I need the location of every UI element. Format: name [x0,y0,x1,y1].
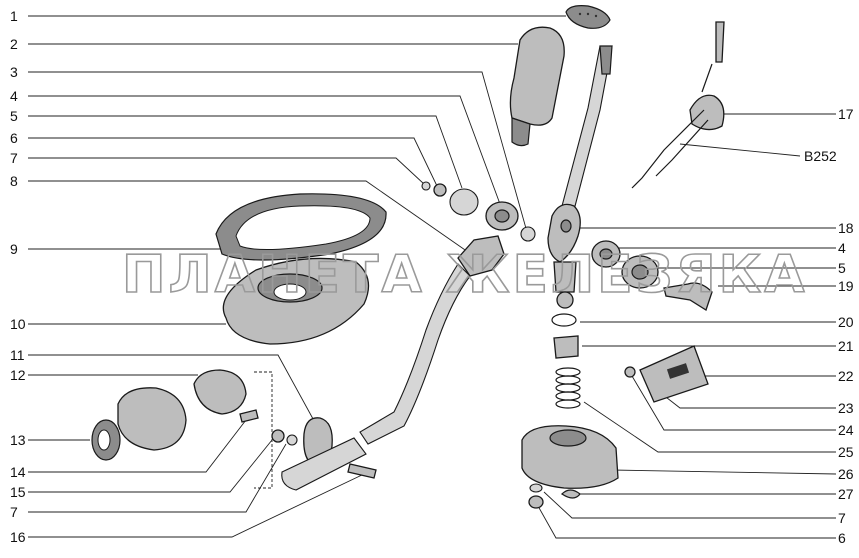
callout-12: 12 [10,367,26,383]
callouts-right: 17 B252 18 4 5 19 20 21 22 23 24 25 26 2… [804,106,854,546]
callouts-left: 1 2 3 4 5 6 7 8 9 10 11 12 13 14 15 7 16 [10,8,26,545]
leader-24 [631,375,836,431]
leader-7r [543,491,836,519]
ring-20-part [551,313,577,327]
callout-27: 27 [838,486,854,502]
washer-7r-part [529,483,543,493]
callout-4r: 4 [838,240,846,256]
callout-6: 6 [10,130,18,146]
washer-right-part [621,255,659,289]
bracket-12 [254,371,273,489]
cap-27-part [560,489,581,499]
plate-22-part [639,345,709,403]
leader-6 [28,137,438,187]
callout-24: 24 [838,422,854,438]
callout-14: 14 [10,464,26,480]
callout-15: 15 [10,484,26,500]
leader-5 [28,115,463,189]
callout-5r: 5 [838,260,846,276]
bushing-assembly-part [91,387,187,461]
tube-part [281,437,367,491]
callout-B252: B252 [804,148,837,164]
callout-3: 3 [10,64,18,80]
leader-14 [28,419,247,473]
leader-16 [28,473,365,538]
callout-4: 4 [10,88,18,104]
gear-lever-part [547,45,613,309]
watermark-text: ПЛАНЕТА ЖЕЛЕЗЯКА [122,245,807,305]
selector-cable-part [631,21,725,189]
parts [91,5,725,509]
callout-11: 11 [10,347,25,363]
lock-washer-part [421,181,431,191]
callout-20: 20 [838,314,854,330]
callout-10: 10 [10,316,26,332]
leader-15 [28,439,273,493]
callout-5: 5 [10,108,18,124]
leader-11 [28,354,319,429]
callout-7b: 7 [10,504,18,520]
leader-25 [583,401,836,453]
spring-25-part [555,367,581,409]
connecting-rod-part [359,263,471,445]
leader-7a [28,157,425,185]
bushing-part [485,201,519,231]
seal-frame-part [215,193,387,261]
callout-18: 18 [838,220,854,236]
small-washer-part [520,226,536,242]
callout-13: 13 [10,432,26,448]
bushing-right-part [591,240,621,268]
callout-19: 19 [838,278,854,294]
base-housing-26-part [521,425,619,489]
bolt-16-part [347,463,377,479]
leader-26 [611,469,837,475]
callout-1: 1 [10,8,18,24]
leader-lines [28,15,837,539]
leader-8 [28,180,469,253]
nut-part [433,183,447,197]
callout-7a: 7 [10,150,18,166]
washer-7-part [286,434,298,446]
leader-B252 [679,143,801,157]
callout-16: 16 [10,529,26,545]
pin-19-part [663,282,713,311]
nut-23-part [624,366,636,378]
callout-22: 22 [838,368,854,384]
callout-21: 21 [838,338,854,354]
gear-knob-part [509,26,565,147]
nut-15-part [271,429,285,443]
nut-6r-part [528,495,544,509]
callout-23: 23 [838,400,854,416]
callout-9: 9 [10,241,18,257]
leader-3 [28,71,528,233]
callout-7r: 7 [838,510,846,526]
callout-25: 25 [838,444,854,460]
callout-26: 26 [838,466,854,482]
callout-8: 8 [10,173,18,189]
leader-4 [28,95,501,205]
bolt-14-part [239,409,259,423]
boot-cover-part [222,257,370,345]
knob-cap-part [565,5,611,29]
leader-7b [28,443,287,513]
leader-6r [537,505,836,539]
pivot-housing-part [193,369,247,415]
callout-17: 17 [838,106,854,122]
washer-part [449,188,479,216]
bushing-21-part [553,335,579,359]
callout-2: 2 [10,36,18,52]
callout-6r: 6 [838,530,846,546]
